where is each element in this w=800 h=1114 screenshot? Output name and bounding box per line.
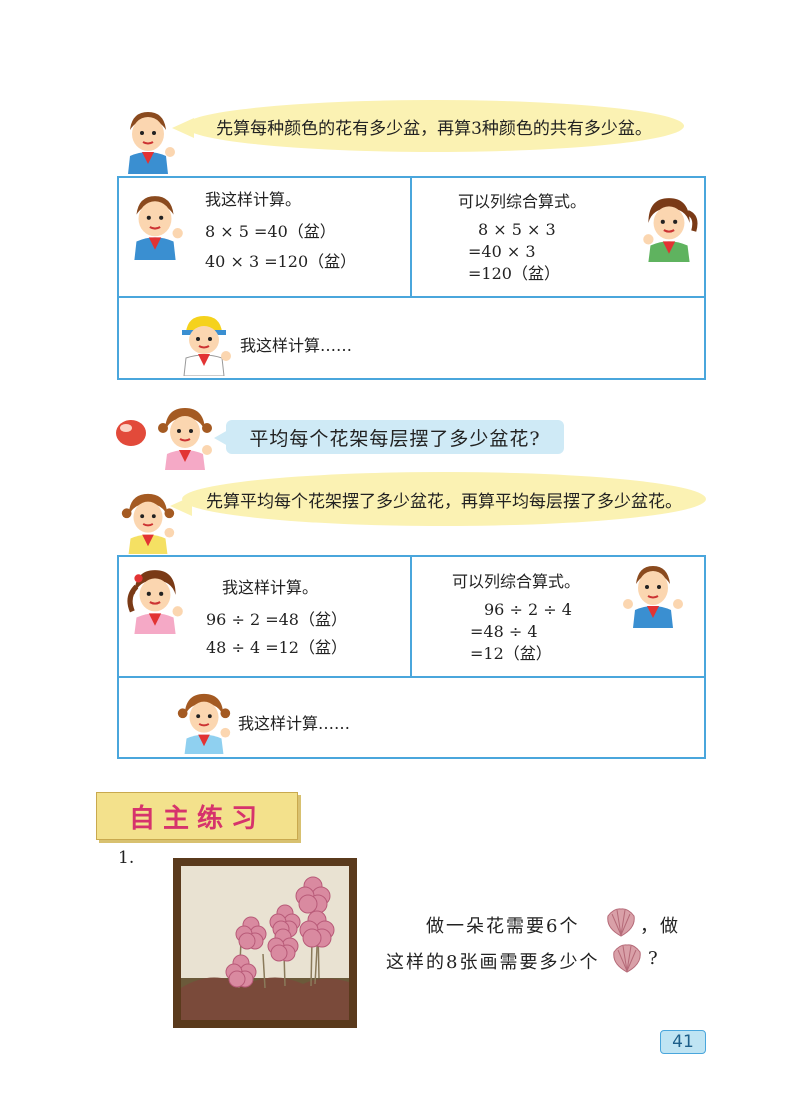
pearl-icon bbox=[116, 420, 146, 446]
problem-line-2: 这样的8张画需要多少个 bbox=[386, 948, 599, 974]
divider bbox=[410, 176, 412, 297]
equation-line: 40 × 3 =120（盆） bbox=[205, 252, 357, 271]
equation-line: 8 × 5 × 3 bbox=[478, 220, 556, 239]
hint-bubble-1: 先算每种颜色的花有多少盆，再算3种颜色的共有多少盆。 bbox=[184, 100, 684, 152]
equation-line: 96 ÷ 2 ÷ 4 bbox=[484, 600, 572, 619]
flower-painting-image bbox=[173, 858, 357, 1028]
method-title-left: 我这样计算。 bbox=[205, 190, 302, 209]
item-number: 1. bbox=[118, 848, 135, 868]
divider bbox=[117, 296, 706, 298]
practice-banner-text: 自主练习 bbox=[128, 803, 265, 834]
problem-line-1-text: 做一朵花需要6个 bbox=[426, 916, 580, 937]
girl-avatar bbox=[158, 408, 212, 470]
hint-bubble-2-text: 先算平均每个花架摆了多少盆花，再算平均每层摆了多少盆花。 bbox=[206, 491, 682, 512]
equation-line: =12（盆） bbox=[470, 644, 552, 663]
method-title-right: 可以列综合算式。 bbox=[452, 572, 581, 591]
equation-line: =40 × 3 bbox=[468, 242, 536, 261]
alt-method-text: 我这样计算…… bbox=[238, 714, 351, 733]
divider bbox=[410, 555, 412, 677]
equation-line: 96 ÷ 2 =48（盆） bbox=[206, 610, 347, 629]
practice-banner: 自主练习 bbox=[96, 792, 298, 840]
question-bubble-tail bbox=[214, 430, 228, 446]
page-number-text: 41 bbox=[672, 1032, 694, 1052]
hint-bubble-1-text: 先算每种颜色的花有多少盆，再算3种颜色的共有多少盆。 bbox=[216, 118, 652, 139]
girl-avatar bbox=[121, 493, 175, 554]
girl-avatar bbox=[177, 693, 231, 754]
boy-avatar bbox=[623, 566, 683, 628]
girl-avatar bbox=[127, 570, 183, 634]
method-title-left: 我这样计算。 bbox=[222, 578, 319, 597]
question-bubble: 平均每个花架每层摆了多少盆花? bbox=[226, 420, 564, 454]
divider bbox=[117, 676, 706, 678]
equation-line: =120（盆） bbox=[468, 264, 560, 283]
problem-line-2-text: 这样的8张画需要多少个 bbox=[386, 952, 600, 973]
shell-petal-icon bbox=[613, 944, 641, 973]
equation-line: 48 ÷ 4 =12（盆） bbox=[206, 638, 347, 657]
problem-line-1-end: ，做 bbox=[640, 916, 680, 937]
equation-line: =48 ÷ 4 bbox=[470, 622, 538, 641]
question-text: 平均每个花架每层摆了多少盆花? bbox=[249, 427, 541, 450]
page-number: 41 bbox=[660, 1030, 706, 1054]
boy-avatar bbox=[128, 112, 175, 174]
method-title-right: 可以列综合算式。 bbox=[458, 192, 587, 211]
problem-line-2-end: ? bbox=[648, 948, 660, 969]
boy-cap-avatar bbox=[182, 316, 231, 376]
girl-avatar bbox=[643, 198, 698, 262]
problem-line-1: 做一朵花需要6个 bbox=[426, 912, 579, 938]
shell-petal-icon bbox=[607, 908, 635, 937]
alt-method-text: 我这样计算…… bbox=[240, 336, 353, 355]
boy-avatar bbox=[134, 196, 183, 260]
hint-bubble-2: 先算平均每个花架摆了多少盆花，再算平均每层摆了多少盆花。 bbox=[182, 472, 706, 526]
equation-line: 8 × 5 =40（盆） bbox=[205, 222, 336, 241]
